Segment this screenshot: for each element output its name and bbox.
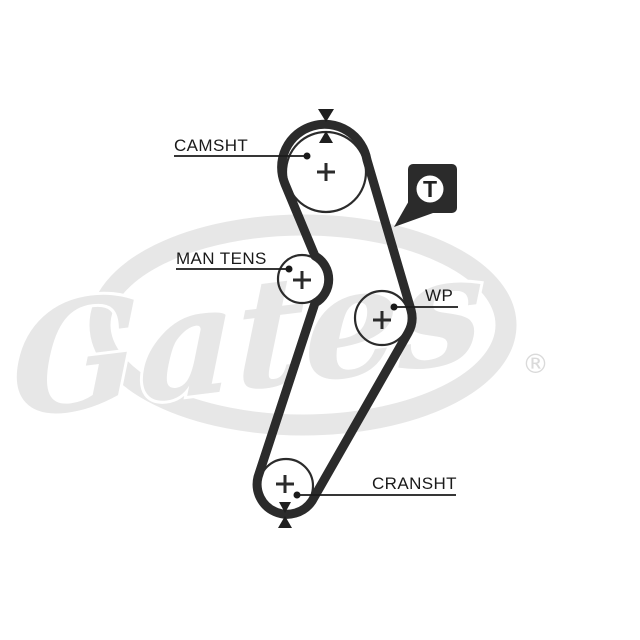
- tensioner-label: MAN TENS: [176, 249, 267, 268]
- water-pump-label: WP: [425, 286, 453, 305]
- crankshaft-timing-mark-outer: [278, 516, 292, 528]
- registered-trademark-symbol: ®: [522, 349, 549, 380]
- tension-badge-circle: [416, 175, 444, 203]
- water-pump-center-mark: [373, 311, 391, 329]
- tensioner-center-mark: [293, 271, 311, 289]
- tensioner-leader-dot: [285, 265, 293, 273]
- crankshaft-timing-mark-inner: [279, 502, 291, 513]
- water-pump-leader-dot: [390, 303, 398, 311]
- tension-badge: T: [394, 164, 457, 227]
- camshaft-leader-dot: [303, 152, 311, 160]
- tension-badge-letter: T: [423, 176, 437, 202]
- timing-belt: [252, 119, 417, 519]
- crankshaft-leader-dot: [293, 491, 301, 499]
- camshaft-timing-mark-inner: [319, 131, 333, 143]
- crankshaft-label: CRANSHT: [372, 474, 457, 493]
- camshaft-label: CAMSHT: [174, 136, 248, 155]
- crankshaft-center-mark: [276, 475, 294, 493]
- camshaft-timing-mark-outer: [318, 109, 334, 122]
- camshaft-center-mark: [317, 163, 335, 181]
